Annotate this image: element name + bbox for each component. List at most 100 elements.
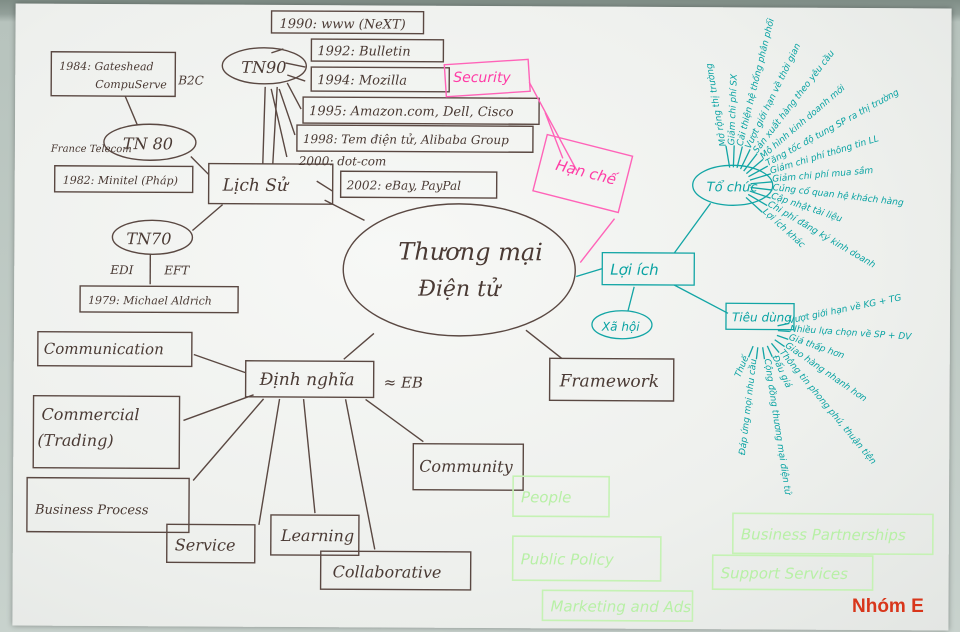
security-label: Security [453,70,511,86]
definition-label: Định nghĩa [259,370,355,391]
organization-item-ray [747,193,768,207]
gateshead-connector [124,95,138,125]
tn70-connector [191,204,224,232]
consumer-item-label: Thông tin phong phú, thuận tiện [777,347,879,467]
society-ellipse [591,310,653,340]
consumer-item-ray [776,334,789,340]
tn90-label: TN90 [241,58,286,77]
aldrich-box [79,285,239,314]
consumer-box [725,302,795,331]
community-label: Community [419,457,513,476]
green-note-label: Public Policy [521,550,615,568]
center-title-line2: Điện tử [417,276,502,302]
event-1990: 1990: www (NeXT) [279,17,405,33]
business-process-box [26,476,190,534]
green-note-box [541,589,694,622]
framework-label: Framework [559,371,660,392]
event-box-1998 [296,124,534,153]
tn90-event-connectors [270,48,334,192]
organization-item-ray [739,149,751,170]
event-box-1994 [310,66,451,93]
organization-item-ray [750,186,773,191]
consumer-item-ray [777,329,790,333]
event-1994: 1994: Mozilla [317,73,407,88]
han-che-box [532,133,634,214]
consumer-item-ray [755,347,759,360]
organization-label: Tổ chức [707,180,758,195]
han-che-label: Hạn chế [554,156,621,189]
b2c-label: B2C [177,73,204,87]
organization-item-ray [736,146,743,169]
green-note-box [731,512,934,556]
definition-alias: ≈ EB [384,373,423,391]
communication-connector [193,353,246,374]
organization-item-ray [743,153,758,172]
gateshead-box [50,51,177,98]
consumer-item-ray [762,347,766,360]
consumer-item-label: Vượt giới hạn về KG + TG [788,292,903,326]
service-connector [258,398,281,525]
history-connector [324,199,365,222]
organization-item-ray [749,190,771,199]
organization-item-ray [745,158,764,175]
community-box [412,442,525,491]
learning-label: Learning [280,526,354,545]
event-box-2002 [339,170,498,199]
communication-box [37,330,193,368]
tn70-label: TN70 [126,229,171,248]
center-ellipse [342,203,576,337]
organization-item-ray [749,173,772,181]
consumer-item-ray [777,322,790,327]
collaborative-box [319,550,472,591]
service-label: Service [175,535,236,554]
green-note-label: People [521,488,571,506]
tn90-ellipse [221,47,308,85]
event-1998: 1998: Tem điện tử, Alibaba Group [303,132,509,147]
gateshead-line1: 1984: Gateshead [59,60,153,73]
tn80-connector [190,155,210,176]
business-process-label: Business Process [34,503,149,519]
definition-box [244,360,375,399]
consumer-item-ray [766,345,773,358]
event-box-1992 [310,38,445,63]
center-title-line1: Thương mại [398,238,543,267]
france-telecom-label: France Telecom [50,144,132,155]
organization-item-label: Mở rộng thị trường [704,62,729,147]
eft-label: EFT [163,263,190,277]
tn80-label: TN 80 [123,134,173,153]
learning-box [270,514,360,557]
minitel-label: 1982: Minitel (Pháp) [63,174,178,188]
service-box [166,523,256,564]
event-2000: 2000: dot-com [298,154,387,168]
organization-connector [673,202,712,254]
event-2002: 2002: eBay, PayPal [346,178,462,193]
paper-sheet: Thương mại Điện tử Lịch Sử TN90 TN 80 TN… [12,3,952,631]
event-1995: 1995: Amazon.com, Dell, Cisco [309,104,514,120]
consumer-connector [673,284,729,314]
collaborative-connector [344,399,376,550]
mind-map: Thương mại Điện tử Lịch Sử TN90 TN 80 TN… [26,10,934,622]
consumer-item-ray [747,345,754,358]
commercial-label: Commercial [41,405,139,425]
consumer-label: Tiêu dùng [732,310,792,324]
definition-connector [343,332,375,360]
commercial-connector [183,394,254,422]
business-process-connector [192,398,265,481]
minitel-box [53,165,194,194]
green-note-label: Support Services [721,564,849,583]
green-note-label: Business Partnerships [741,525,906,544]
tn90-connector [262,86,278,164]
community-connector [365,398,424,443]
benefits-label: Lợi ích [610,261,658,279]
consumer-item-ray [770,342,780,353]
consumer-item-ray [774,339,785,348]
event-box-1990 [270,10,425,35]
signature: Nhóm E [852,596,924,617]
communication-label: Communication [44,340,164,359]
han-che-connector [579,218,616,263]
tn80-ellipse [103,123,197,161]
framework-box [548,357,675,402]
green-note-label: Marketing and Ads [550,597,691,616]
aldrich-label: 1979: Michael Aldrich [88,294,212,308]
